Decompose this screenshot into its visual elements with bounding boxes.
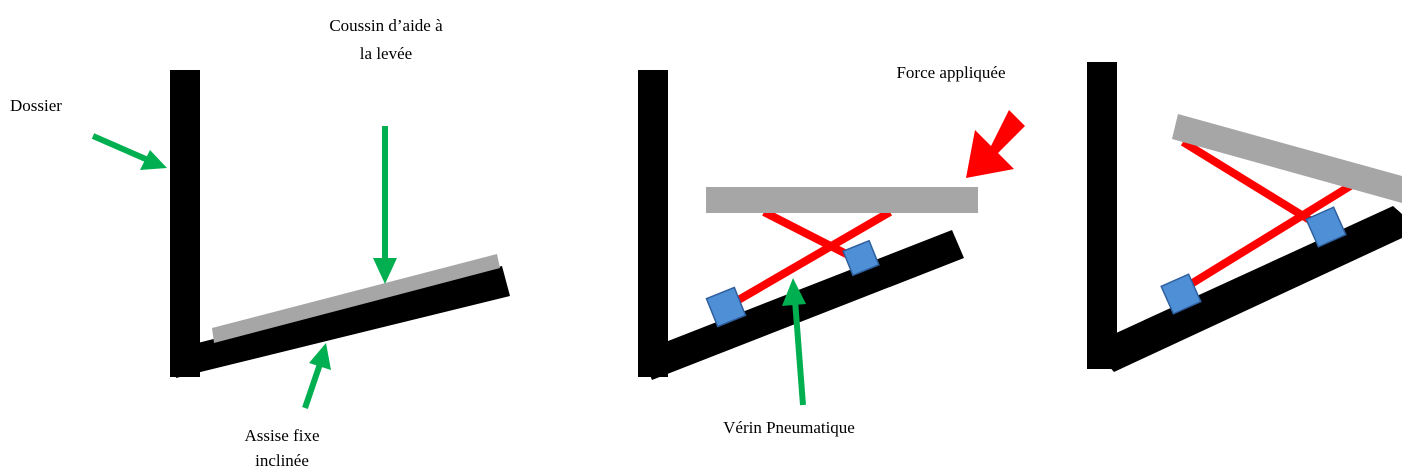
label-assise-line1: Assise fixe bbox=[244, 426, 319, 445]
backrest-3 bbox=[1087, 62, 1117, 369]
label-coussin-line2: la levée bbox=[360, 44, 412, 63]
panel-3-extended bbox=[1087, 62, 1402, 372]
jack-block-2a bbox=[705, 286, 747, 328]
label-force: Force appliquée bbox=[896, 63, 1005, 82]
seat-1 bbox=[170, 266, 510, 378]
backrest-2 bbox=[638, 70, 668, 377]
jack-block-3a bbox=[1160, 273, 1202, 315]
arrow-assise bbox=[302, 343, 331, 409]
jack-block-2b bbox=[842, 239, 880, 277]
panel-1-fixed-seat: Dossier Coussin d’aide à la levée Assise… bbox=[10, 16, 510, 470]
backrest-1 bbox=[170, 70, 200, 377]
seat-2 bbox=[640, 230, 964, 380]
cushion-2 bbox=[706, 187, 978, 213]
jack-arm-2b bbox=[725, 208, 893, 310]
label-coussin-line1: Coussin d’aide à bbox=[329, 16, 443, 35]
cushion-1 bbox=[212, 254, 500, 343]
seat-3 bbox=[1090, 206, 1402, 372]
cushion-3 bbox=[1172, 114, 1402, 203]
label-dossier: Dossier bbox=[10, 96, 62, 115]
label-assise-line2: inclinée bbox=[255, 451, 309, 470]
force-arrow bbox=[966, 110, 1025, 178]
arrow-dossier bbox=[91, 133, 167, 170]
jack-block-3b bbox=[1305, 206, 1347, 248]
panel-2-compressed: Force appliquée Vérin Pneumatique bbox=[638, 63, 1025, 437]
jack-arm-3b bbox=[1175, 176, 1363, 296]
label-verin: Vérin Pneumatique bbox=[723, 418, 855, 437]
arrow-verin bbox=[782, 278, 806, 406]
arrow-coussin bbox=[373, 126, 397, 284]
